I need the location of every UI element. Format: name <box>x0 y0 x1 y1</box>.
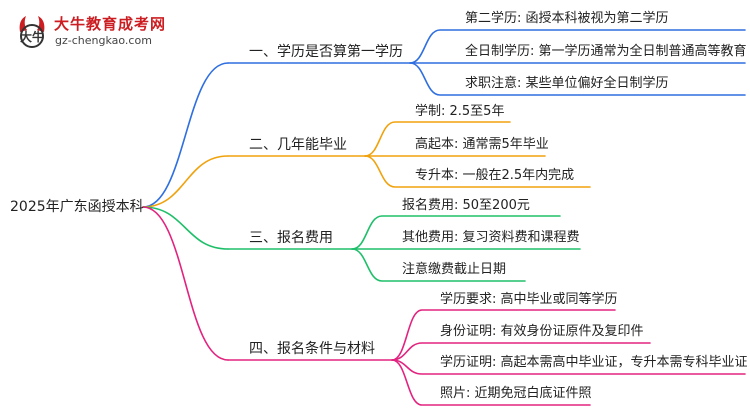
site-logo: 大牛 大牛教育成考网 gz-chengkao.com <box>14 12 204 52</box>
branch-3-label: 三、报名费用 <box>249 230 333 246</box>
branch-1-item-2: 全日制学历: 第一学历通常为全日制普通高等教育 <box>465 44 747 59</box>
branch-4-item-2: 身份证明: 有效身份证原件及复印件 <box>440 324 644 339</box>
branch-1-item-1: 第二学历: 函授本科被视为第二学历 <box>465 11 669 26</box>
branch-4-item-4: 照片: 近期免冠白底证件照 <box>440 386 592 401</box>
logo-title: 大牛教育成考网 <box>54 15 167 33</box>
logo-url: gz-chengkao.com <box>55 34 152 47</box>
branch-4-item-4-connector <box>391 359 591 406</box>
branch-1-item-1-connector <box>409 29 746 64</box>
branch-2-item-3-connector <box>364 155 591 188</box>
svg-text:大牛: 大牛 <box>20 29 44 44</box>
branch-3-item-1: 报名费用: 50至200元 <box>402 198 530 213</box>
branch-2-item-1-connector <box>364 121 511 157</box>
root-to-branch-2-connector <box>142 155 229 208</box>
branch-2-item-2: 高起本: 通常需5年毕业 <box>415 137 549 152</box>
branch-1-label: 一、学历是否算第一学历 <box>249 44 403 60</box>
branch-2-item-3: 专升本: 一般在2.5年内完成 <box>415 168 575 183</box>
root-to-branch-3-connector <box>142 206 229 250</box>
bull-logo-icon: 大牛 <box>19 16 45 48</box>
root-topic: 2025年广东函授本科 <box>10 199 144 215</box>
branch-2-label: 二、几年能毕业 <box>249 137 347 153</box>
branch-2-item-1: 学制: 2.5至5年 <box>415 104 505 119</box>
branch-1-item-3-connector <box>409 62 746 96</box>
branch-4-item-1: 学历要求: 高中毕业或同等学历 <box>440 292 618 307</box>
branch-1-item-3: 求职注意: 某些单位偏好全日制学历 <box>465 76 669 91</box>
branch-3-item-1-connector <box>351 215 561 250</box>
branch-4-item-3: 学历证明: 高起本需高中毕业证，专升本需专科毕业证 <box>440 355 748 370</box>
branch-4-item-2-connector <box>391 342 651 361</box>
branch-4-label: 四、报名条件与材料 <box>249 341 375 357</box>
root-to-branch-1-connector <box>142 62 229 208</box>
branch-3-item-2: 其他费用: 复习资料费和课程费 <box>402 230 580 245</box>
root-to-branch-4-connector <box>142 206 229 361</box>
branch-3-item-3-connector <box>351 248 526 282</box>
branch-3-item-3: 注意缴费截止日期 <box>402 262 507 277</box>
branch-4-item-1-connector <box>391 309 616 361</box>
